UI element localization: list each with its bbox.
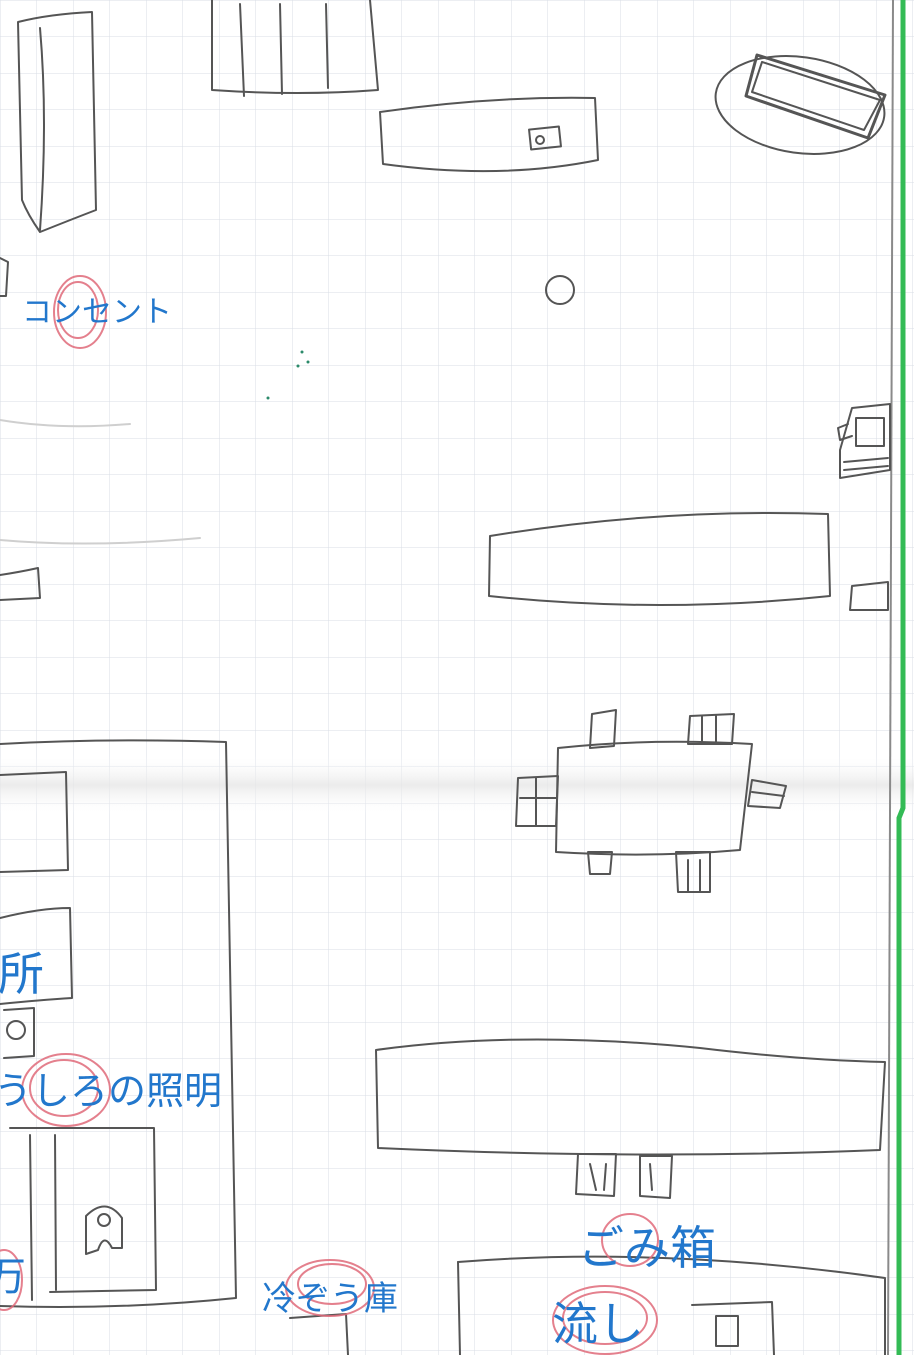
sink-counter — [457, 1255, 886, 1355]
label-sink: 流し — [552, 1297, 644, 1351]
tall-cabinet-door — [39, 27, 45, 231]
chair-top-right — [687, 713, 735, 745]
label-left-edge: 万 — [0, 1254, 26, 1300]
red-mark-refrigerator — [285, 1259, 375, 1317]
top-shelf-unit — [211, 0, 379, 94]
left-outlet-mark — [0, 257, 9, 297]
paper-fold-shadow — [0, 755, 914, 815]
red-mark-lighting — [21, 1053, 111, 1127]
label-refrigerator: 冷ぞう庫 — [262, 1279, 398, 1319]
middle-counter — [488, 511, 831, 606]
left-wall-stub — [0, 567, 41, 601]
top-counter — [379, 96, 599, 173]
label-lighting: うしろの照明 — [0, 1069, 222, 1113]
chair-bottom-right — [675, 851, 711, 893]
ceiling-light-circle — [545, 275, 575, 305]
red-mark-sink — [552, 1285, 658, 1355]
kitchen-appliance-icon — [85, 1205, 123, 1255]
counter-appliance — [528, 125, 562, 151]
chair-top-left — [589, 709, 617, 749]
sink-cabinet — [691, 1301, 775, 1355]
stool-right — [639, 1155, 673, 1199]
kitchen-block — [0, 739, 237, 1308]
right-wall-stub — [849, 581, 889, 611]
label-sho: 所 — [0, 947, 44, 1001]
red-mark-left-edge — [0, 1249, 23, 1311]
bottom-counter — [375, 1038, 886, 1156]
red-mark-outlet — [53, 275, 107, 349]
stool-left — [575, 1153, 617, 1197]
dining-table — [555, 740, 753, 856]
chair-bottom-left — [587, 851, 613, 875]
green-edge-line — [896, 0, 906, 1355]
label-outlet: コンセント — [22, 295, 172, 330]
kitchen-lower-cabinet — [9, 1127, 157, 1293]
tall-cabinet — [17, 11, 97, 233]
chair-right — [747, 779, 787, 809]
kitchen-upper-cabinet — [0, 771, 69, 873]
kitchen-small-panel — [3, 1007, 35, 1059]
sink-cabinet-door — [715, 1315, 739, 1347]
label-trash: ごみ箱 — [578, 1221, 716, 1275]
round-rug — [714, 55, 886, 155]
kitchen-stove-panel — [0, 907, 73, 1005]
chair-left — [515, 775, 559, 827]
red-mark-trash — [601, 1213, 659, 1267]
bench — [744, 53, 887, 140]
right-wall-line — [887, 0, 894, 1355]
wall-appliance — [839, 403, 891, 479]
